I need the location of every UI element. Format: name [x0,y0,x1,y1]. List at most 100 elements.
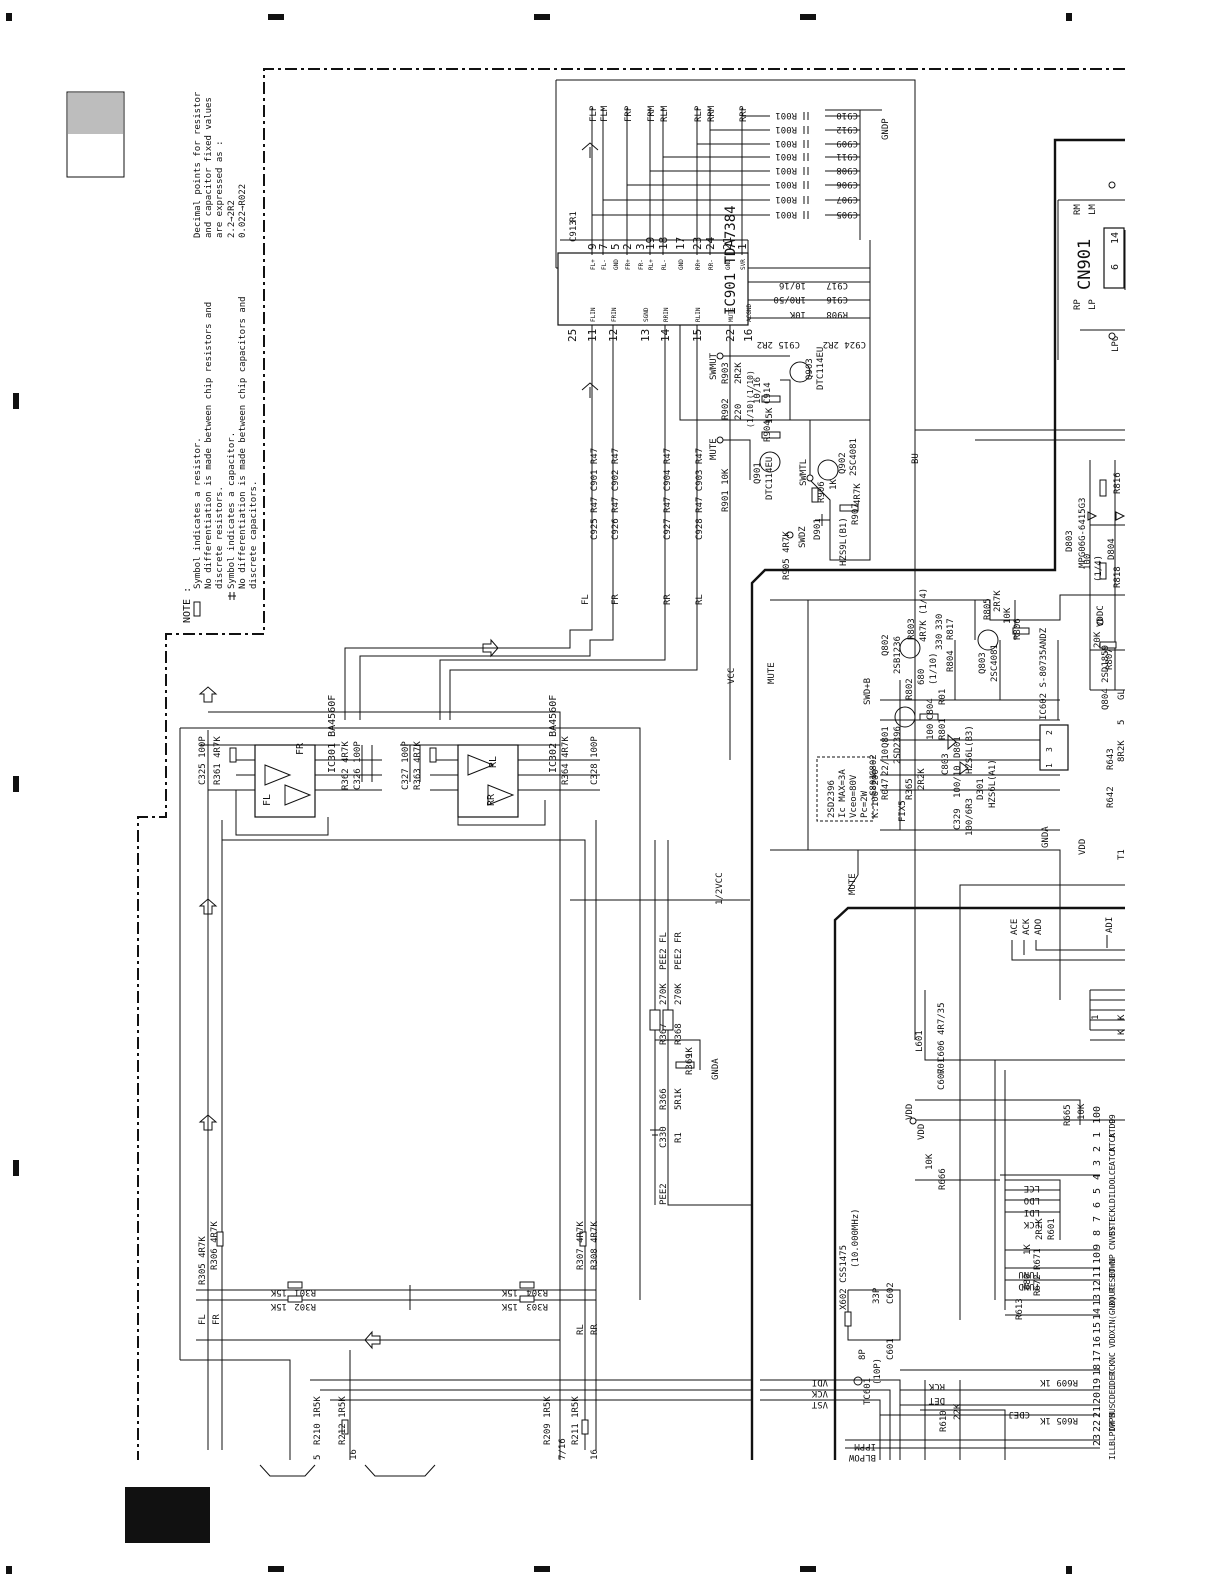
speaker-output-label: RLP [694,105,704,122]
micro-pin-number: 4 [1092,1174,1103,1180]
micro-pin-number: 15 [1092,1322,1103,1334]
svg-text:Symbol indicates a resistor.: Symbol indicates a resistor. [193,437,203,589]
svg-text:R803: R803 [907,618,917,640]
svg-text:270K: 270K [674,983,684,1005]
ic901-pin-number: 13 [639,329,652,342]
svg-text:15K: 15K [501,1287,518,1297]
svg-text:33P: 33P [872,1287,882,1304]
micro-pin-name: BUS [1108,1403,1117,1418]
svg-text:R209 1R5K: R209 1R5K [543,1396,553,1445]
micro-pin-name: ATCK [1108,1147,1117,1166]
ic901-pin-number: 21 [721,237,734,250]
output-capacitor-ref: C909 [836,138,858,148]
svg-text:LPO: LPO [1111,336,1121,352]
ic901-pin-name: RL+ [648,259,655,270]
ic901-pin-name: MUTE [728,307,735,322]
output-capacitors: C910R001C912R001C909R001C911R001C908R001… [775,110,858,219]
svg-text:LDI: LDI [1024,1207,1040,1217]
svg-text:NOTE :: NOTE : [182,587,193,623]
svg-text:FR: FR [295,742,306,755]
svg-text:K: K [1117,1014,1127,1020]
svg-text:K: K [1117,1029,1127,1035]
ic901-pin-name: FR+ [625,259,632,270]
micro-pin-number: 21 [1092,1406,1103,1418]
svg-text:(1/10)(1/10): (1/10)(1/10) [746,370,755,428]
input-cap-label: C928 R47 C903 R47 [695,448,705,540]
micro-pin-name: LDET [1108,1371,1117,1390]
svg-text:MUTE: MUTE [848,873,858,895]
svg-text:Vceo=80V: Vceo=80V [849,774,859,818]
svg-text:1: 1 [1091,1015,1101,1020]
cn901-connector: CN901 LM RM LP RP LPO 14 6 [1057,181,1126,360]
output-capacitor-value: R001 [775,138,797,148]
svg-text:C328 100P: C328 100P [590,736,600,785]
svg-text:C915 2R2: C915 2R2 [757,339,800,349]
svg-text:100: 100 [926,724,936,740]
svg-text:C914: C914 [763,382,773,404]
micro-pin-name: ILL [1108,1445,1117,1460]
micro-pin-name: ATCK [1108,1133,1117,1152]
svg-text:R643: R643 [1106,748,1116,770]
micro-pin-name: CDEJ [1108,1385,1117,1404]
svg-text:8P: 8P [858,1349,868,1360]
micro-pin-name: BYTE [1108,1217,1117,1236]
svg-text:R907: R907 [851,503,861,525]
svg-text:R305 4R7K: R305 4R7K [198,1236,208,1285]
micro-pin-name: IPPM [1108,1413,1117,1432]
micro-pin-name: VDD [1108,1333,1117,1348]
svg-text:4R7K (1/4): 4R7K (1/4) [919,588,929,642]
micro-pin-number: 16 [1092,1336,1103,1348]
svg-text:10K: 10K [925,1153,935,1170]
svg-text:5R1K: 5R1K [674,1088,684,1110]
svg-text:LCE: LCE [1024,1183,1040,1193]
svg-text:GNDA: GNDA [711,1058,721,1080]
svg-text:10/16: 10/16 [753,377,763,404]
ic901-pin-number: 25 [566,329,579,342]
svg-text:R802: R802 [905,678,915,700]
svg-text:R818: R818 [1113,566,1123,588]
svg-text:1/2VCC: 1/2VCC [715,872,725,905]
svg-text:FL: FL [262,794,273,806]
svg-text:DTC114EU: DTC114EU [816,347,826,390]
svg-text:(1/10): (1/10) [929,652,939,685]
output-capacitor-value: R001 [775,110,797,120]
micro-pin-number: 10 [1092,1252,1103,1264]
svg-text:R01: R01 [937,1058,947,1074]
micro-pin-number: 100 [1092,1106,1103,1124]
svg-text:(1/4): (1/4) [1094,555,1104,582]
svg-text:Q803: Q803 [978,652,988,674]
svg-text:4R7/35: 4R7/35 [937,1002,947,1035]
svg-text:1R0/50: 1R0/50 [773,294,806,304]
svg-text:2R2K: 2R2K [917,768,927,790]
speaker-output-label: FRM [647,105,657,122]
svg-text:and capacitor fixed values: and capacitor fixed values [204,97,214,238]
capacitor-symbol [803,126,809,134]
ic301-opamp: C325 100P R361 4R7K R362 4R7K C326 100P … [179,695,641,1450]
svg-text:2R2K: 2R2K [1035,1218,1045,1240]
micro-pin-number: 23 [1092,1434,1103,1446]
channel-net-label: RL [695,594,705,605]
svg-text:R901 10K: R901 10K [721,468,731,512]
micro-pin-number: 3 [1092,1160,1103,1166]
micro-pin-name: 99 [1108,1114,1117,1124]
micro-pin-name: DOWN [1108,1259,1117,1278]
output-capacitor-value: R001 [775,209,797,219]
output-capacitor-ref: C905 [836,209,858,219]
svg-text:RL: RL [488,756,499,768]
ic901-pin-number: 3 [634,243,647,250]
svg-text:15K: 15K [765,407,775,424]
svg-text:R367: R367 [659,1023,669,1045]
micro-pin-name: LCK [1108,1207,1117,1222]
svg-text:R1: R1 [569,211,579,222]
output-capacitor-value: R001 [775,179,797,189]
micro-pin-name: RCK [1108,1361,1117,1376]
svg-text:R369: R369 [685,1053,695,1075]
svg-text:Decimal points for resistor: Decimal points for resistor [193,91,203,238]
micro-pin-number: 11 [1092,1266,1103,1278]
svg-text:R906: R906 [817,481,827,503]
svg-text:Q902: Q902 [838,452,848,474]
svg-text:LM: LM [1088,204,1098,215]
svg-text:C329: C329 [953,808,963,830]
svg-text:R665: R665 [1063,1104,1073,1126]
